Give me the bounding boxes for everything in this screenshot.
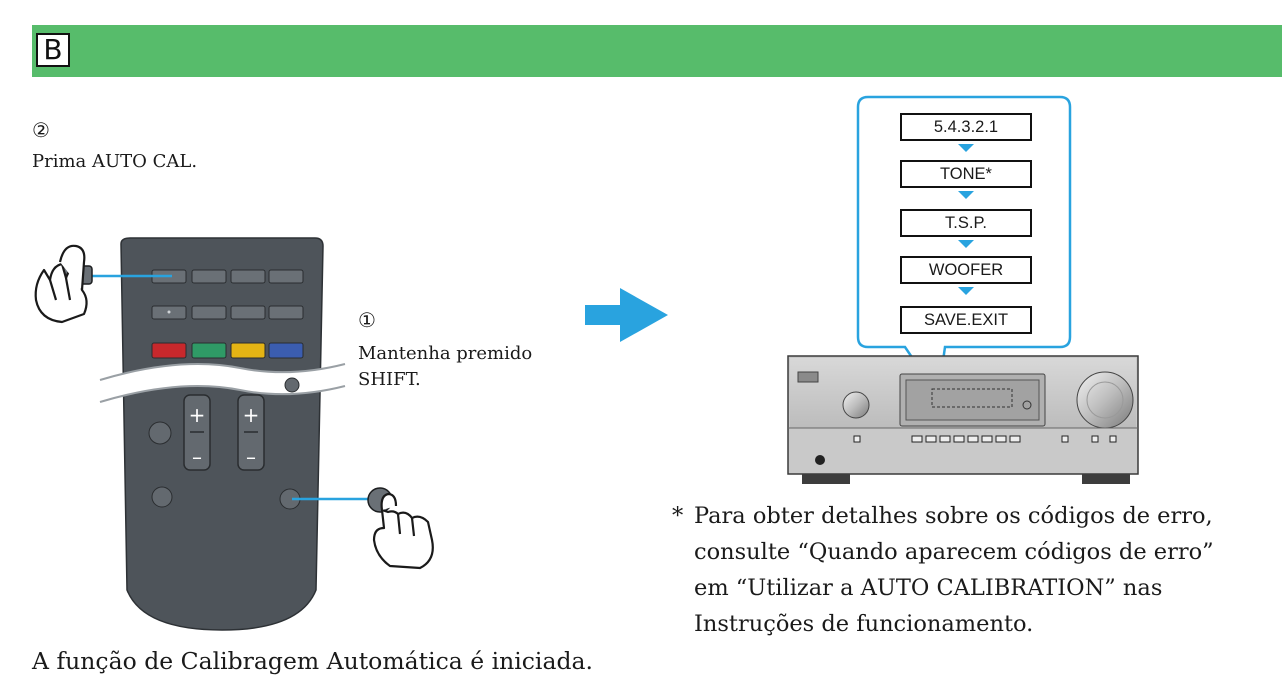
vol-minus-label: – (192, 445, 202, 469)
flow-step-save-exit: SAVE.EXIT (900, 306, 1032, 334)
flow-step-countdown: 5.4.3.2.1 (900, 113, 1032, 141)
vol-plus-label: + (189, 403, 206, 427)
footnote-line: em “Utilizar a AUTO CALIBRATION” nas (694, 575, 1163, 601)
flow-arrows (958, 144, 974, 295)
display-bubble (856, 95, 1072, 400)
hand-pressing-icon (34, 244, 88, 324)
step-1-line1: Mantenha premido (358, 343, 533, 364)
footnote-line: Para obter detalhes sobre os códigos de … (694, 503, 1213, 529)
footnote-line: Instruções de funcionamento. (694, 611, 1034, 637)
footnote: * Para obter detalhes sobre os códigos d… (672, 498, 1272, 642)
av-receiver (787, 355, 1139, 484)
ch-minus-label: – (246, 445, 256, 469)
footnote-star: * (672, 503, 684, 529)
flow-step-tsp: T.S.P. (900, 209, 1032, 237)
step-2-text: Prima AUTO CAL. (32, 151, 198, 172)
step-1-number: ① (358, 308, 376, 332)
step-2-number: ② (32, 118, 50, 142)
section-letter: B (36, 33, 70, 67)
ch-plus-label: + (243, 403, 260, 427)
section-banner: B (32, 25, 1282, 77)
step-1-line2: SHIFT. (358, 369, 421, 390)
hand-holding-icon (372, 492, 434, 570)
flow-step-tone: TONE* (900, 160, 1032, 188)
flow-step-woofer: WOOFER (900, 256, 1032, 284)
result-caption: A função de Calibragem Automática é inic… (32, 647, 593, 675)
remote-control: + – + – (99, 237, 346, 631)
footnote-line: consulte “Quando aparecem códigos de err… (694, 539, 1214, 565)
arrow-right-icon (585, 288, 668, 342)
